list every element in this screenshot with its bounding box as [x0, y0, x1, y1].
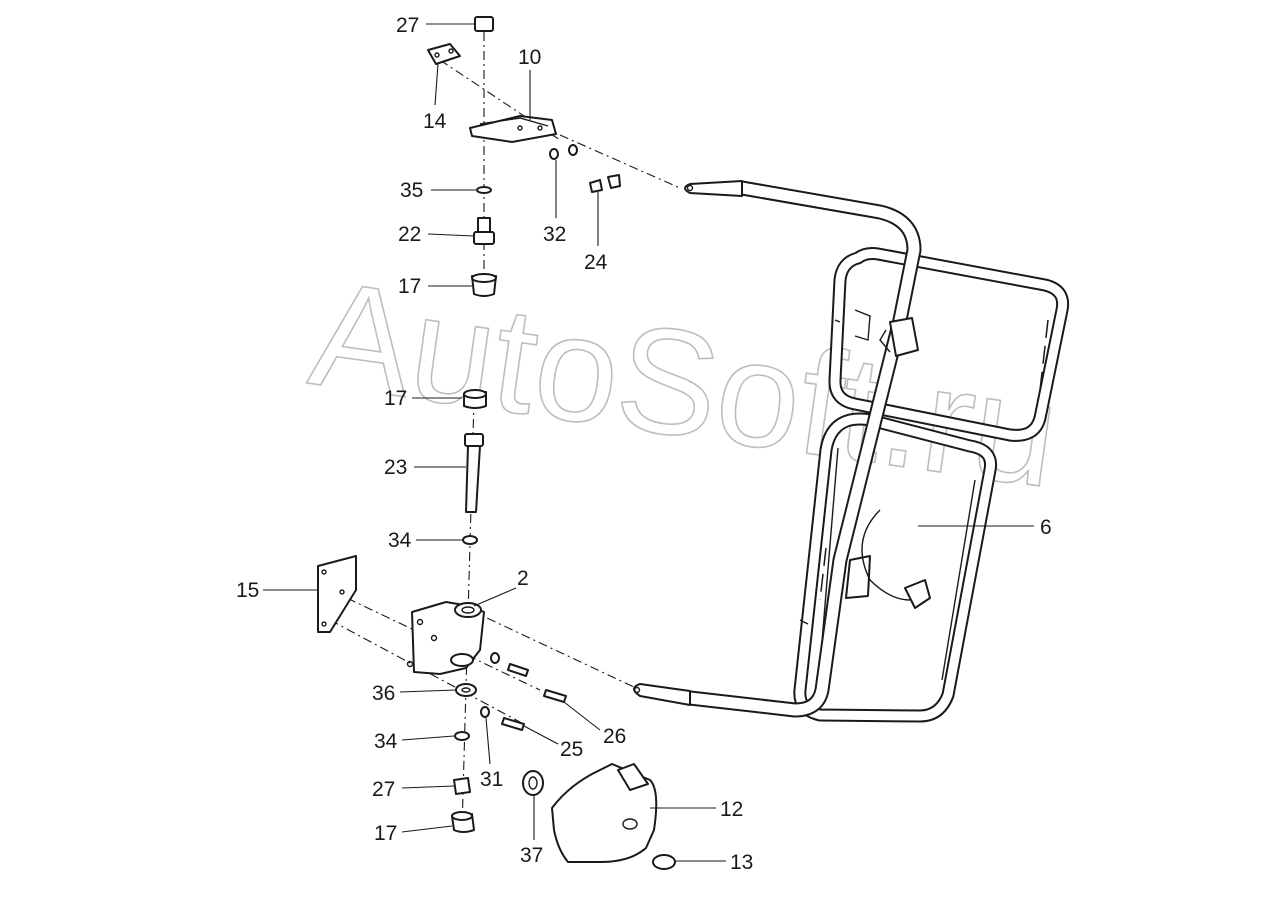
- part-10-bracket: [469, 115, 557, 143]
- callout-10: 10: [518, 46, 541, 69]
- callout-12: 12: [720, 798, 743, 821]
- callout-36: 36: [372, 682, 395, 705]
- callout-6: 6: [1040, 516, 1052, 539]
- part-15-plate: [317, 555, 357, 633]
- upper-mirror-frame: [828, 247, 1070, 442]
- part-17-cap-mid: [463, 389, 487, 409]
- callout-26: 26: [603, 725, 626, 748]
- callout-37: 37: [520, 844, 543, 867]
- callout-23: 23: [384, 456, 407, 479]
- part-17-cap-bottom: [451, 811, 475, 833]
- callout-15: 15: [236, 579, 259, 602]
- part-17-cap-top: [471, 273, 497, 297]
- leader-lines: [263, 23, 1034, 862]
- lower-arm-line: [469, 609, 637, 689]
- screw-axis-line: [559, 134, 681, 189]
- lower-bolt-line-2: [329, 619, 521, 723]
- callout-labels: 27 14 10 35 22 17 32 24 17 23 34 2 15 36…: [236, 14, 1052, 874]
- part-25-screw: [501, 717, 525, 731]
- callout-35: 35: [400, 179, 423, 202]
- part-31-washer: [480, 706, 490, 718]
- callout-17-top: 17: [398, 275, 421, 298]
- part-35-ring: [476, 186, 492, 194]
- callout-34-top: 34: [388, 529, 412, 552]
- part-22-bolt: [473, 217, 495, 245]
- callout-13: 13: [730, 851, 753, 874]
- part-13-plug: [652, 854, 676, 870]
- callout-31: 31: [480, 768, 503, 791]
- callout-22: 22: [398, 223, 421, 246]
- part-36-washer: [455, 683, 477, 697]
- callout-27-bottom: 27: [372, 778, 395, 801]
- callout-17-bottom: 17: [374, 822, 397, 845]
- part-2-bracket: [406, 601, 485, 675]
- part-14-plate: [427, 43, 461, 65]
- callout-17-mid: 17: [384, 387, 407, 410]
- part-32-washers: [549, 144, 578, 160]
- callout-32: 32: [543, 223, 566, 246]
- callout-2: 2: [517, 567, 529, 590]
- part-23-long-bolt: [464, 433, 484, 513]
- callout-25: 25: [560, 738, 583, 761]
- part-12-cover: [551, 763, 658, 863]
- part-27-nut-top: [474, 16, 494, 32]
- part-34-washer-bottom: [454, 731, 470, 741]
- part-26-screws: [490, 652, 567, 703]
- part-34-washer-top: [462, 535, 478, 545]
- part-37-grommet: [522, 770, 544, 796]
- callout-34-bottom: 34: [374, 730, 398, 753]
- callout-27-top: 27: [396, 14, 419, 37]
- callout-14: 14: [423, 110, 447, 133]
- part-27-nut-bottom: [453, 777, 471, 795]
- part-24-screws: [589, 174, 621, 193]
- callout-24: 24: [584, 251, 608, 274]
- mirror-arm-tube: [633, 180, 931, 718]
- mirror-assembly: [633, 180, 1070, 723]
